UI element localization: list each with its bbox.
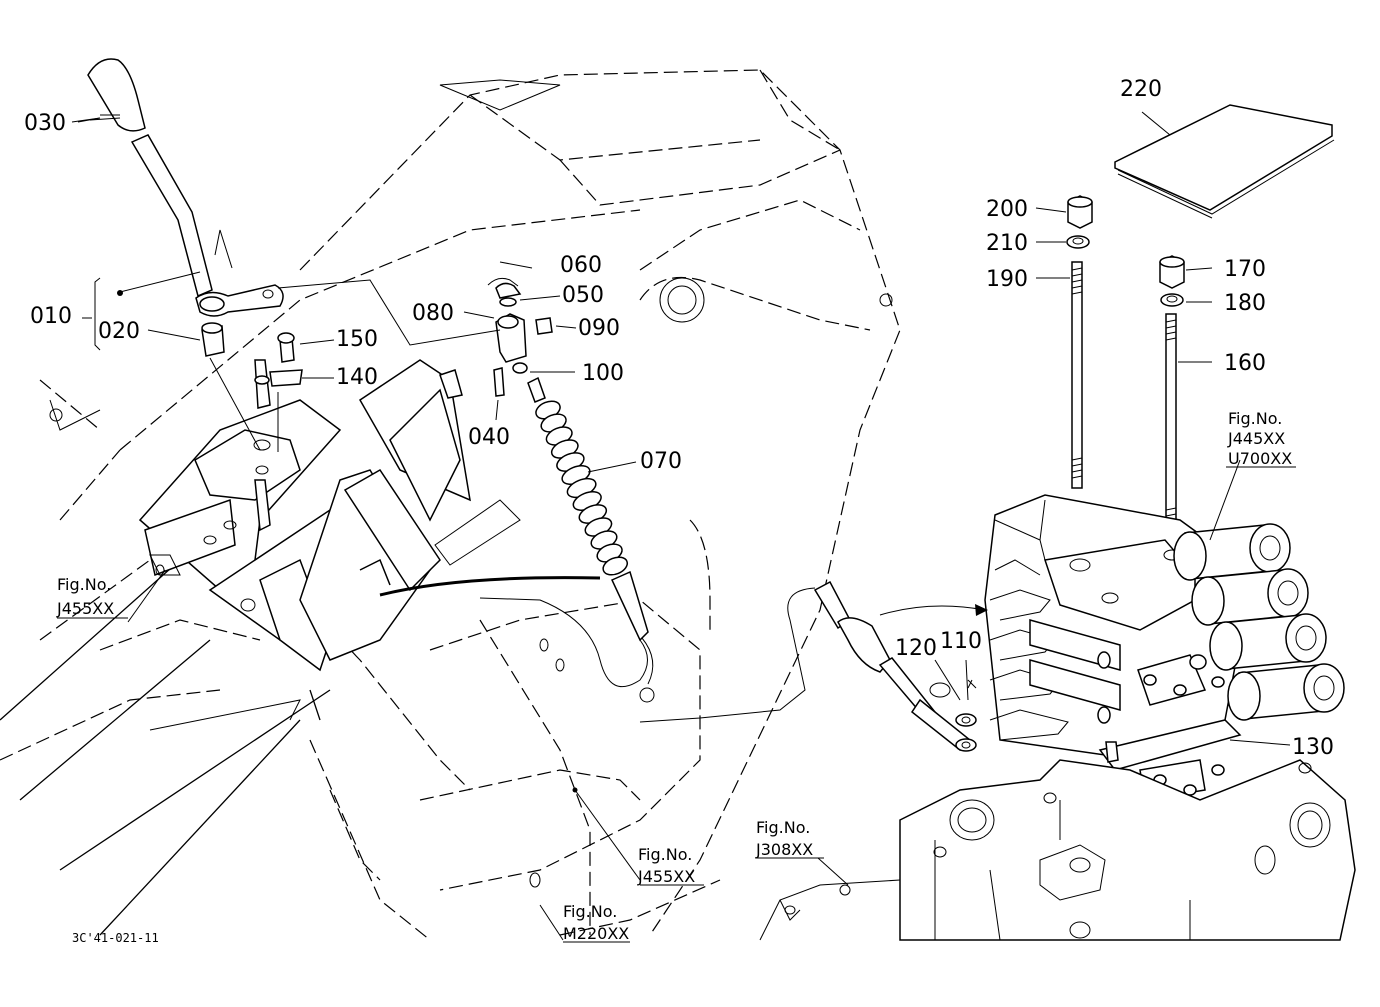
fig-ref-bottom-label[interactable]: Fig.No. — [563, 902, 617, 921]
figure-references: Fig.No. J455XX Fig.No. J455XX Fig.No. M2… — [56, 409, 1292, 945]
callout-070[interactable]: 070 — [640, 449, 682, 474]
callout-080[interactable]: 080 — [412, 301, 454, 326]
callout-labels: 030 010 020 150 140 060 050 080 090 100 … — [24, 77, 1334, 760]
callout-190[interactable]: 190 — [986, 267, 1028, 292]
callout-030[interactable]: 030 — [24, 111, 66, 136]
callout-220[interactable]: 220 — [1120, 77, 1162, 102]
fig-ref-valve-label[interactable]: Fig.No. — [756, 818, 810, 837]
fig-ref-left-label[interactable]: Fig.No. — [57, 575, 111, 594]
drawing-code: 3C'41-021-11 — [72, 931, 159, 945]
callout-040[interactable]: 040 — [468, 425, 510, 450]
leader-lines — [57, 111, 1296, 943]
fig-ref-right-label[interactable]: Fig.No. — [1228, 409, 1282, 428]
control-valve — [639, 104, 1356, 941]
lever-arm — [130, 134, 213, 298]
callout-060[interactable]: 060 — [560, 253, 602, 278]
bracket-assembly — [138, 332, 601, 672]
callout-090[interactable]: 090 — [578, 316, 620, 341]
callout-120[interactable]: 120 — [895, 636, 937, 661]
cable-070 — [479, 376, 654, 688]
callout-100[interactable]: 100 — [582, 361, 624, 386]
fig-ref-mid-label[interactable]: Fig.No. — [638, 845, 692, 864]
clevis-group — [487, 277, 553, 397]
fig-ref-mid-code[interactable]: J455XX — [637, 867, 695, 886]
frame-outline — [0, 69, 901, 941]
fig-ref-right-code-1[interactable]: J445XX — [1227, 429, 1285, 448]
callout-130[interactable]: 130 — [1292, 735, 1334, 760]
callout-160[interactable]: 160 — [1224, 351, 1266, 376]
callout-200[interactable]: 200 — [986, 197, 1028, 222]
callout-170[interactable]: 170 — [1224, 257, 1266, 282]
fig-ref-bottom-code[interactable]: M220XX — [563, 924, 629, 943]
lever-knob — [87, 58, 146, 132]
callout-110[interactable]: 110 — [940, 629, 982, 654]
callout-150[interactable]: 150 — [336, 327, 378, 352]
manual-220 — [1114, 104, 1333, 211]
callout-210[interactable]: 210 — [986, 231, 1028, 256]
callout-050[interactable]: 050 — [562, 283, 604, 308]
fig-ref-right-code-2[interactable]: U700XX — [1228, 449, 1292, 468]
lever-assembly — [87, 58, 284, 357]
callout-020[interactable]: 020 — [98, 319, 140, 344]
fig-ref-left-code[interactable]: J455XX — [56, 599, 114, 618]
callout-010[interactable]: 010 — [30, 304, 72, 329]
callout-140[interactable]: 140 — [336, 365, 378, 390]
fig-ref-valve-code[interactable]: J308XX — [755, 840, 813, 859]
callout-180[interactable]: 180 — [1224, 291, 1266, 316]
